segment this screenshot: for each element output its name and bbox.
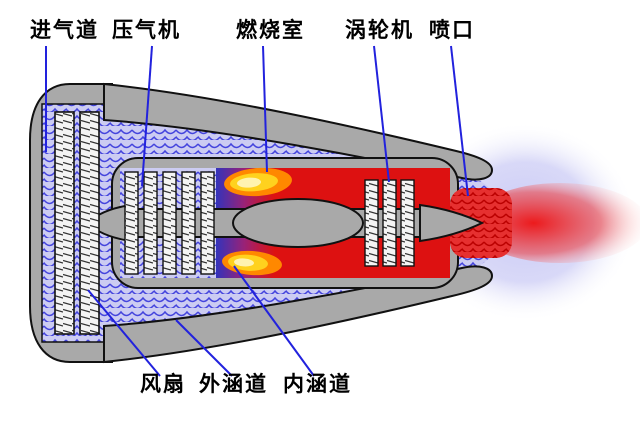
leader-lines [45, 45, 469, 377]
label-turbine: 涡轮机 [345, 19, 414, 42]
leader-fan [87, 289, 161, 377]
nacelle-top-casing [103, 82, 494, 181]
label-compressor: 压气机 [112, 19, 181, 42]
compressor-blade-row [124, 171, 139, 275]
compressor-blade-row [162, 171, 177, 275]
compressor-blade-row [143, 171, 158, 275]
leader-compressor [141, 45, 153, 187]
nacelle-bottom-casing [103, 265, 494, 364]
label-intake: 进气道 [30, 19, 99, 42]
turbine-blades [364, 179, 415, 267]
fan-blades [54, 111, 100, 335]
leader-turbine [373, 45, 390, 183]
label-fan: 风扇 [140, 373, 186, 396]
leader-nozzle [450, 45, 469, 197]
leader-core-duct [233, 265, 315, 377]
combustion-flames [222, 167, 292, 276]
label-core-duct: 内涵道 [283, 373, 352, 396]
label-bypass-duct: 外涵道 [199, 373, 268, 396]
label-nozzle: 喷口 [429, 19, 475, 42]
combustor-fairing [232, 198, 364, 248]
label-combustor: 燃烧室 [236, 19, 305, 42]
turbine-blade-row [382, 179, 397, 267]
fan-blade-row [79, 111, 100, 335]
compressor-blade-row [200, 171, 215, 275]
turbine-blade-row [400, 179, 415, 267]
leader-bypass-duct [175, 319, 233, 377]
leader-combustor [262, 45, 268, 173]
exhaust-plug-cone [419, 203, 485, 243]
fan-blade-row [54, 111, 75, 335]
compressor-blades [124, 171, 215, 275]
upper-flame [224, 167, 292, 197]
hot-exhaust-plume [472, 183, 640, 263]
compressor-blade-row [181, 171, 196, 275]
turbine-blade-row [364, 179, 379, 267]
